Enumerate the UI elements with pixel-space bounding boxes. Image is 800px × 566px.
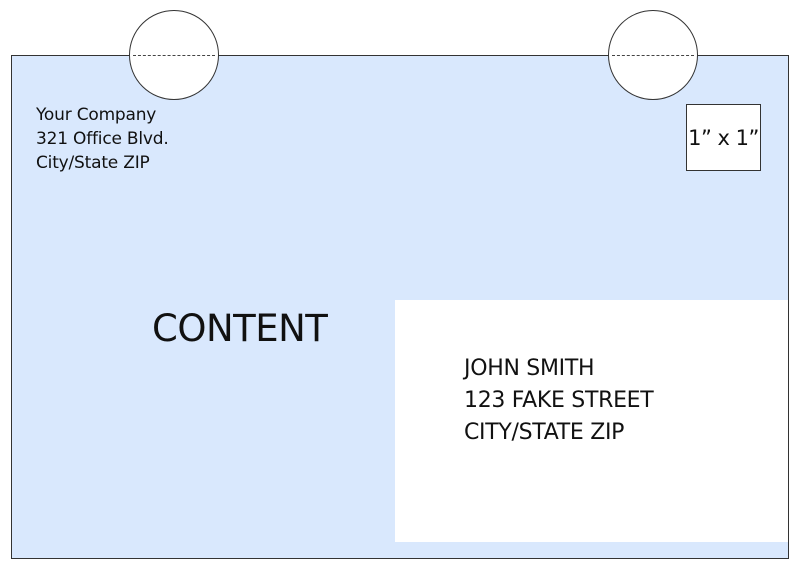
- stamp-area-label: 1” x 1”: [688, 125, 759, 150]
- return-address: Your Company 321 Office Blvd. City/State…: [36, 103, 169, 175]
- return-address-street: 321 Office Blvd.: [36, 129, 169, 149]
- fold-line-dashed: [133, 55, 215, 56]
- recipient-street: 123 FAKE STREET: [464, 388, 654, 413]
- recipient-address-panel: [395, 300, 788, 542]
- recipient-address: JOHN SMITH 123 FAKE STREET CITY/STATE ZI…: [464, 353, 654, 449]
- recipient-name: JOHN SMITH: [464, 356, 595, 381]
- fold-line-dashed: [612, 55, 694, 56]
- punch-hole-right: [608, 10, 698, 100]
- stamp-area-box: 1” x 1”: [686, 104, 761, 171]
- recipient-city-state-zip: CITY/STATE ZIP: [464, 420, 625, 445]
- content-label: CONTENT: [152, 307, 328, 350]
- punch-hole-left: [129, 10, 219, 100]
- return-address-company: Your Company: [36, 105, 157, 125]
- return-address-city-state-zip: City/State ZIP: [36, 153, 150, 173]
